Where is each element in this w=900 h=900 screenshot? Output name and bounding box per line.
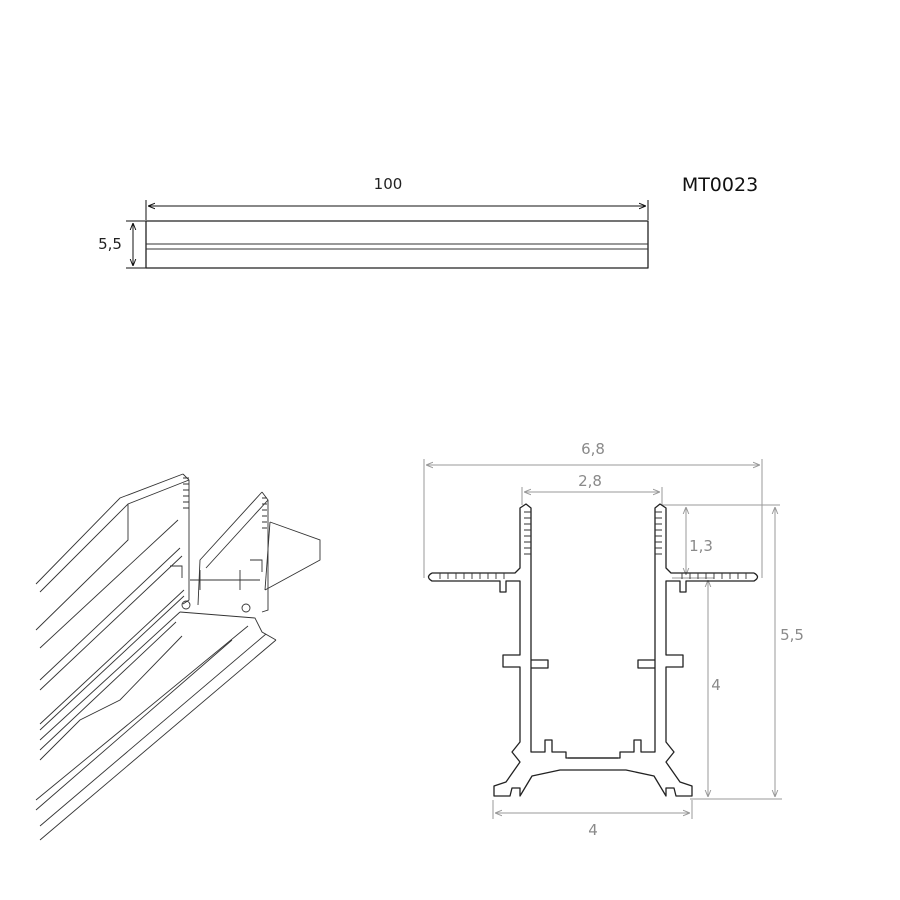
product-code: MT0023 bbox=[682, 174, 758, 196]
total-height-label: 5,5 bbox=[780, 626, 804, 644]
height-label: 5,5 bbox=[98, 235, 122, 253]
length-label: 100 bbox=[374, 175, 403, 193]
channel-width-label: 2,8 bbox=[578, 472, 602, 490]
profile-section-right bbox=[568, 503, 759, 797]
body-height-label: 4 bbox=[711, 676, 721, 694]
profile-section-left bbox=[427, 503, 618, 797]
profile-side-body bbox=[145, 220, 649, 269]
flange-height-label: 1,3 bbox=[689, 537, 713, 555]
base-width-label: 4 bbox=[588, 821, 598, 839]
cross-section: 6,8 2,8 1,3 4 5,5 4 bbox=[423, 440, 804, 839]
side-view: 100 5,5 MT0023 bbox=[98, 174, 758, 269]
isometric-view bbox=[35, 473, 321, 841]
overall-width-label: 6,8 bbox=[581, 440, 605, 458]
